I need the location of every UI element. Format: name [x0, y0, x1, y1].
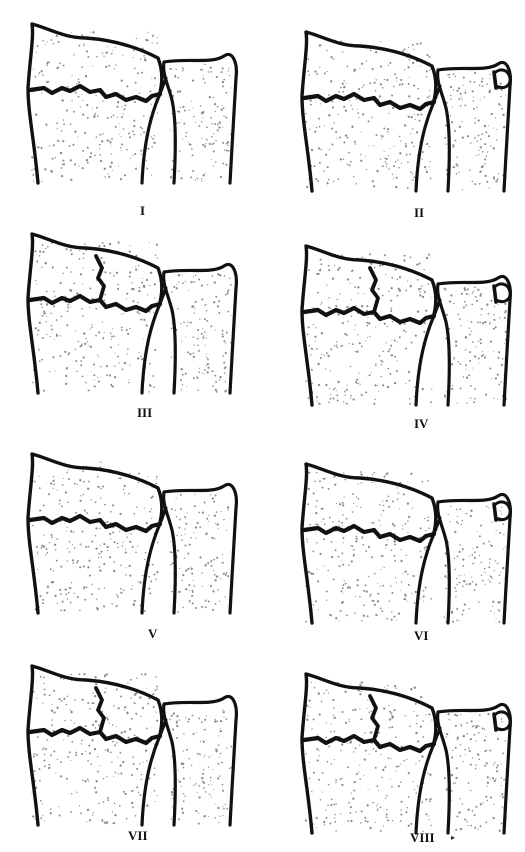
panel-7-caption: VII: [128, 828, 148, 844]
ulnar-styloid-fracture: [494, 504, 496, 520]
panel-8: [298, 668, 513, 848]
fracture-line: [304, 94, 434, 109]
ulnar-styloid-fracture: [494, 714, 496, 730]
radius-ulnar-border: [142, 526, 159, 613]
radius-outline: [302, 32, 436, 191]
ulna-stipple: [443, 506, 506, 623]
fracture-line: [30, 516, 160, 531]
radius-stipple: [31, 31, 158, 182]
panel-1-caption: I: [140, 203, 145, 219]
ulna-stipple: [443, 286, 507, 404]
panel-1: [24, 18, 239, 198]
panel-1-drawing: [24, 18, 239, 198]
fracture-line: [304, 308, 434, 323]
panel-5-caption: V: [148, 626, 157, 642]
radius-stipple: [305, 40, 432, 190]
corner-mark: ▸: [451, 833, 455, 842]
panel-3-caption: III: [137, 405, 152, 421]
panel-4-caption: IV: [414, 416, 428, 432]
panel-2: [298, 26, 513, 206]
radius-stipple: [32, 242, 158, 393]
fracture-line: [30, 86, 160, 101]
fracture-line: [30, 728, 160, 743]
ulna-outline: [164, 696, 237, 825]
ulna-stipple: [170, 494, 233, 613]
ulna-outline: [438, 494, 511, 623]
panel-4-drawing: [298, 240, 513, 420]
radius-ulnar-border: [142, 738, 159, 825]
radius-ulnar-border: [416, 746, 433, 833]
articular-fracture-line: [96, 256, 104, 300]
panel-2-caption: II: [414, 205, 424, 221]
ulna-stipple: [169, 709, 232, 824]
ulna-outline: [438, 276, 511, 405]
panel-6: [298, 458, 513, 638]
ulna-outline: [164, 484, 237, 613]
ulna-stipple: [443, 72, 506, 190]
articular-fracture-line: [370, 268, 378, 312]
panel-7-drawing: [24, 660, 239, 840]
radius-stipple: [305, 253, 432, 405]
panel-5-drawing: [24, 448, 239, 628]
radius-stipple: [305, 681, 433, 832]
ulnar-styloid-fracture: [494, 72, 496, 88]
radius-outline: [28, 24, 162, 183]
articular-fracture-line: [96, 688, 104, 732]
ulna-outline: [164, 264, 237, 393]
panel-8-drawing: [298, 668, 513, 848]
ulna-outline: [164, 54, 237, 183]
panel-6-caption: VI: [414, 628, 428, 644]
radius-ulnar-border: [142, 96, 159, 183]
panel-7: [24, 660, 239, 840]
radius-ulnar-border: [416, 536, 433, 623]
panel-5: [24, 448, 239, 628]
panel-3: [24, 228, 239, 408]
panel-3-drawing: [24, 228, 239, 408]
fracture-line: [30, 296, 160, 311]
radius-outline: [28, 454, 162, 613]
ulnar-styloid-fracture: [494, 286, 496, 302]
radius-stipple: [305, 471, 432, 622]
panel-2-drawing: [298, 26, 513, 206]
panel-6-drawing: [298, 458, 513, 638]
ulna-outline: [438, 704, 511, 833]
ulna-stipple: [169, 64, 232, 182]
radius-stipple: [32, 462, 159, 612]
panel-4: [298, 240, 513, 420]
panel-8-caption: VIII: [410, 830, 435, 846]
fracture-line: [304, 736, 434, 751]
radius-stipple: [32, 673, 159, 824]
ulna-stipple: [171, 273, 233, 393]
